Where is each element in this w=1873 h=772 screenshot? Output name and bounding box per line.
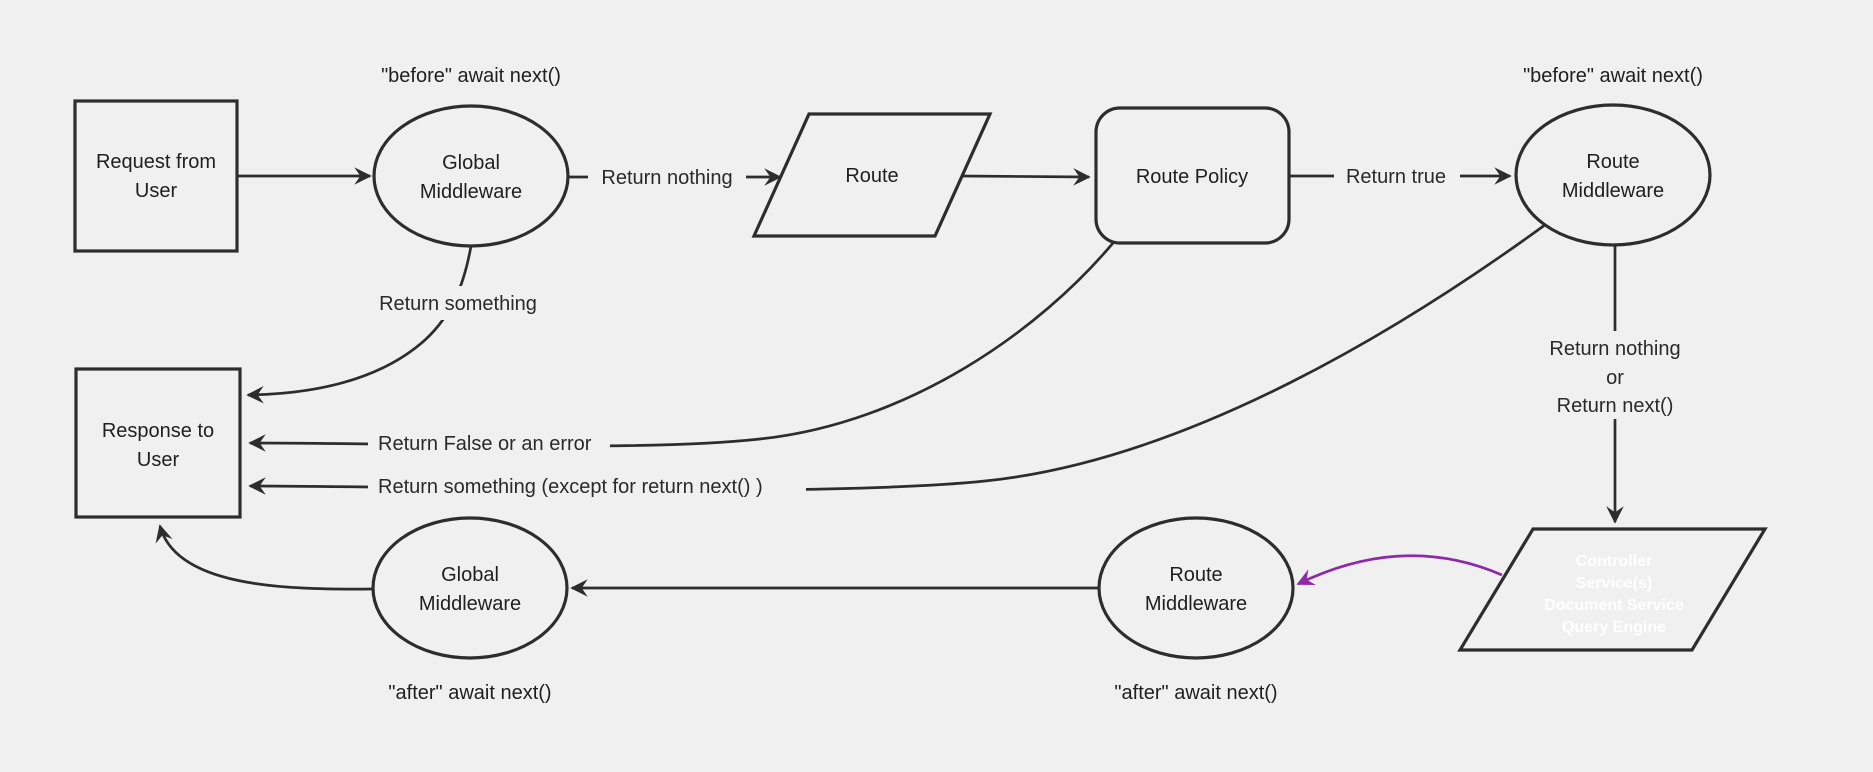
response-node: Response to User xyxy=(74,367,242,519)
route-policy-node: Route Policy xyxy=(1094,106,1291,245)
route-middleware-before-node: Route Middleware "before" await next() xyxy=(1514,65,1712,247)
global-middleware-after-line1: Global xyxy=(441,564,499,586)
return-nothing-or-next-label: Return nothing or Return next() xyxy=(1540,331,1690,419)
controller-node: Controller Service(s) Document Service Q… xyxy=(1457,527,1768,652)
route-middleware-after-line1: Route xyxy=(1169,564,1222,586)
return-nothing-label: Return nothing xyxy=(588,159,746,195)
return-something-except-label-text: Return something (except for return next… xyxy=(378,476,763,498)
edge-global-middleware-after-to-response xyxy=(155,524,374,591)
controller-node-line3: Document Service xyxy=(1544,597,1684,614)
return-true-label: Return true xyxy=(1334,158,1460,194)
response-node-line1: Response to xyxy=(102,420,214,442)
route-middleware-before-line1: Route xyxy=(1586,151,1639,173)
edge-controller-to-route-middleware-after xyxy=(1296,554,1503,586)
route-middleware-after-node: Route Middleware "after" await next() xyxy=(1097,516,1295,704)
return-something-label-text: Return something xyxy=(379,293,537,315)
global-middleware-after-line2: Middleware xyxy=(419,593,521,615)
before-await-next-annotation-left: "before" await next() xyxy=(381,65,561,87)
request-node: Request from User xyxy=(73,99,239,253)
return-nothing-label-text: Return nothing xyxy=(601,167,732,189)
return-false-label: Return False or an error xyxy=(368,426,610,460)
global-middleware-before-node: Global Middleware "before" await next() xyxy=(372,65,570,248)
request-node-line1: Request from xyxy=(96,151,216,173)
return-nothing-or-next-line3: Return next() xyxy=(1557,395,1674,417)
edge-global-middleware-to-response xyxy=(246,245,473,404)
controller-node-line4: Query Engine xyxy=(1562,619,1666,636)
request-node-line2: User xyxy=(135,180,178,202)
route-policy-node-label: Route Policy xyxy=(1136,166,1248,188)
route-middleware-before-line2: Middleware xyxy=(1562,180,1664,202)
route-middleware-after-line2: Middleware xyxy=(1145,593,1247,615)
route-node-label: Route xyxy=(845,165,898,187)
edge-route-policy-to-response xyxy=(248,242,1115,452)
return-true-label-text: Return true xyxy=(1346,166,1446,188)
return-something-label: Return something xyxy=(366,286,550,320)
return-false-label-text: Return False or an error xyxy=(378,433,592,455)
after-await-next-annotation-right: "after" await next() xyxy=(1114,682,1277,704)
response-node-line2: User xyxy=(137,449,180,471)
global-middleware-after-node: Global Middleware "after" await next() xyxy=(371,516,569,704)
controller-node-line2: Service(s) xyxy=(1576,575,1653,592)
before-await-next-annotation-right: "before" await next() xyxy=(1523,65,1703,87)
return-nothing-or-next-line1: Return nothing xyxy=(1549,338,1680,360)
global-middleware-before-line1: Global xyxy=(442,152,500,174)
return-nothing-or-next-line2: or xyxy=(1606,367,1624,389)
global-middleware-before-line2: Middleware xyxy=(420,181,522,203)
edge-route-to-route-policy xyxy=(960,168,1091,186)
after-await-next-annotation-left: "after" await next() xyxy=(388,682,551,704)
return-something-except-label: Return something (except for return next… xyxy=(368,469,806,503)
controller-node-line1: Controller xyxy=(1576,553,1652,570)
route-node: Route xyxy=(751,112,993,238)
